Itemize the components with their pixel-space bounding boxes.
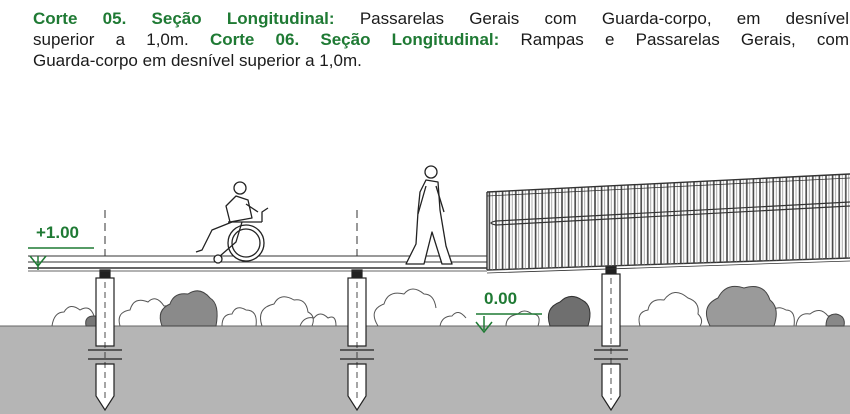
corte-05-text: Passarelas Gerais com Guarda-corpo, em d…	[359, 9, 850, 28]
caption-line-2: superior a 1,0m. Corte 06. Seção Longitu…	[33, 29, 849, 50]
axis-marks	[104, 210, 358, 256]
guardrail	[486, 173, 850, 270]
caption-line-1: Corte 05. Seção Longitudinal: Passarelas…	[33, 8, 849, 29]
level-upper-label: +1.00	[36, 223, 79, 242]
pile-icon	[88, 265, 628, 412]
corte-06-text-end: Guarda-corpo em desnível superior a 1,0m…	[33, 51, 362, 70]
caption: Corte 05. Seção Longitudinal: Passarelas…	[33, 8, 849, 71]
corte-06-heading: Corte 06. Seção Longitudinal:	[209, 30, 500, 49]
level-marker-upper: +1.00	[28, 223, 94, 270]
corte-06-text: Rampas e Passarelas Gerais, com	[520, 30, 849, 49]
level-marker-ground: 0.00	[475, 289, 542, 334]
ground	[0, 325, 850, 414]
corte-05-heading: Corte 05. Seção Longitudinal:	[33, 9, 335, 28]
pedestrian-icon	[405, 165, 453, 265]
caption-line-3: Guarda-corpo em desnível superior a 1,0m…	[33, 50, 849, 71]
shrub-dense	[85, 285, 845, 327]
level-ground-label: 0.00	[484, 289, 517, 308]
wheelchair-user-icon	[195, 181, 269, 264]
corte-05-text-end: superior a 1,0m.	[33, 30, 189, 49]
